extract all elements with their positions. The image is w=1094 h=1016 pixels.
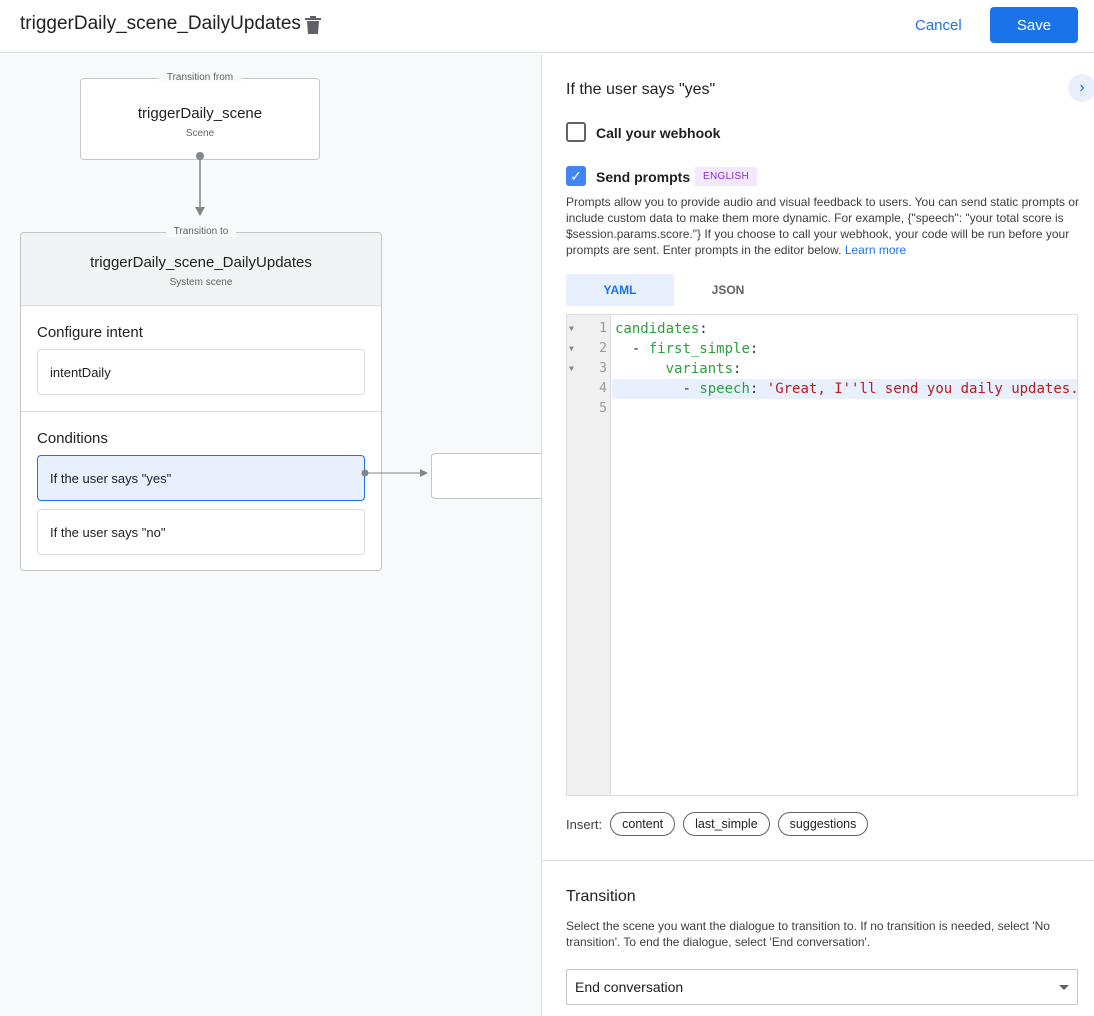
code-editor[interactable]: ▼ 1 candidates: ▼ 2 - first_simple: ▼ 3 vari… (566, 314, 1078, 796)
fold-icon[interactable]: ▼ (569, 364, 574, 373)
intent-item[interactable]: intentDaily (37, 349, 365, 395)
webhook-label: Call your webhook (596, 125, 721, 141)
dropdown-arrow-icon (1059, 985, 1069, 990)
learn-more-link[interactable]: Learn more (844, 243, 907, 257)
yaml-string: 'Great, I''ll send you daily updates. (766, 381, 1077, 397)
connector-arrow (195, 152, 205, 216)
condition-no[interactable]: If the user says "no" (37, 509, 365, 555)
insert-last-simple-chip[interactable]: last_simple (683, 812, 770, 836)
collapse-chevron-icon[interactable]: › (1068, 74, 1094, 102)
details-panel: If the user says "yes" › Call your webho… (542, 54, 1094, 1016)
flow-canvas: Transition from triggerDaily_scene Scene… (0, 54, 542, 1016)
transition-select[interactable]: End conversation (566, 969, 1078, 1005)
insert-row: Insert: content last_simple suggestions (566, 812, 869, 836)
tab-yaml[interactable]: YAML (566, 274, 674, 306)
fold-icon[interactable]: ▼ (569, 324, 574, 333)
transition-description: Select the scene you want the dialogue t… (566, 919, 1050, 949)
conditions-heading: Conditions (37, 430, 108, 447)
yaml-key: first_simple (648, 341, 750, 357)
line-number: 3 (599, 361, 607, 376)
transition-from-node[interactable]: Transition from triggerDaily_scene Scene (80, 72, 320, 160)
condition-yes[interactable]: If the user says "yes" (37, 455, 365, 501)
send-prompts-label: Send prompts (596, 169, 691, 185)
cancel-button[interactable]: Cancel (915, 17, 962, 34)
transition-from-legend: Transition from (158, 72, 242, 83)
insert-label: Insert: (566, 816, 603, 832)
yaml-key: speech (699, 381, 750, 397)
yaml-key: candidates (615, 321, 700, 337)
trash-icon[interactable] (304, 15, 322, 35)
transition-to-legend: Transition to (165, 226, 237, 237)
send-prompts-checkbox[interactable]: ✓ (566, 166, 586, 186)
transition-selected: End conversation (575, 979, 684, 995)
editor-gutter (567, 315, 611, 795)
insert-content-chip[interactable]: content (610, 812, 676, 836)
yaml-key: variants (665, 361, 734, 377)
language-badge: ENGLISH (695, 167, 758, 186)
yaml-dash: - (682, 381, 691, 397)
divider (542, 860, 1094, 861)
insert-suggestions-chip[interactable]: suggestions (777, 812, 869, 836)
save-button[interactable]: Save (990, 7, 1078, 43)
yaml-colon: : (749, 341, 759, 357)
transition-to-node: Transition to triggerDaily_scene_DailyUp… (20, 226, 382, 571)
yaml-colon: : (733, 361, 742, 377)
yaml-dash: - (631, 341, 641, 357)
tab-json[interactable]: JSON (711, 283, 745, 297)
prompts-description: Prompts allow you to provide audio and v… (566, 194, 1086, 258)
from-scene-name: triggerDaily_scene (137, 105, 263, 122)
empty-target-node[interactable] (431, 453, 541, 499)
to-scene-type: System scene (169, 277, 233, 288)
yaml-colon: : (699, 321, 708, 337)
panel-title: If the user says "yes" (566, 81, 716, 98)
transition-heading: Transition (566, 888, 636, 905)
from-scene-type: Scene (185, 128, 215, 139)
page-title: triggerDaily_scene_DailyUpdates (20, 13, 301, 34)
yaml-colon: : (749, 381, 759, 397)
condition-connector (361, 469, 428, 477)
line-number: 1 (599, 321, 607, 336)
line-number: 4 (599, 381, 607, 396)
line-number: 5 (599, 401, 607, 416)
top-bar: triggerDaily_scene_DailyUpdates Cancel S… (0, 0, 1094, 53)
fold-icon[interactable]: ▼ (569, 344, 574, 353)
line-number: 2 (599, 341, 607, 356)
description-text: Prompts allow you to provide audio and v… (566, 195, 1079, 257)
webhook-checkbox[interactable] (566, 122, 586, 142)
configure-intent-heading: Configure intent (37, 324, 143, 341)
to-scene-name: triggerDaily_scene_DailyUpdates (90, 254, 312, 271)
